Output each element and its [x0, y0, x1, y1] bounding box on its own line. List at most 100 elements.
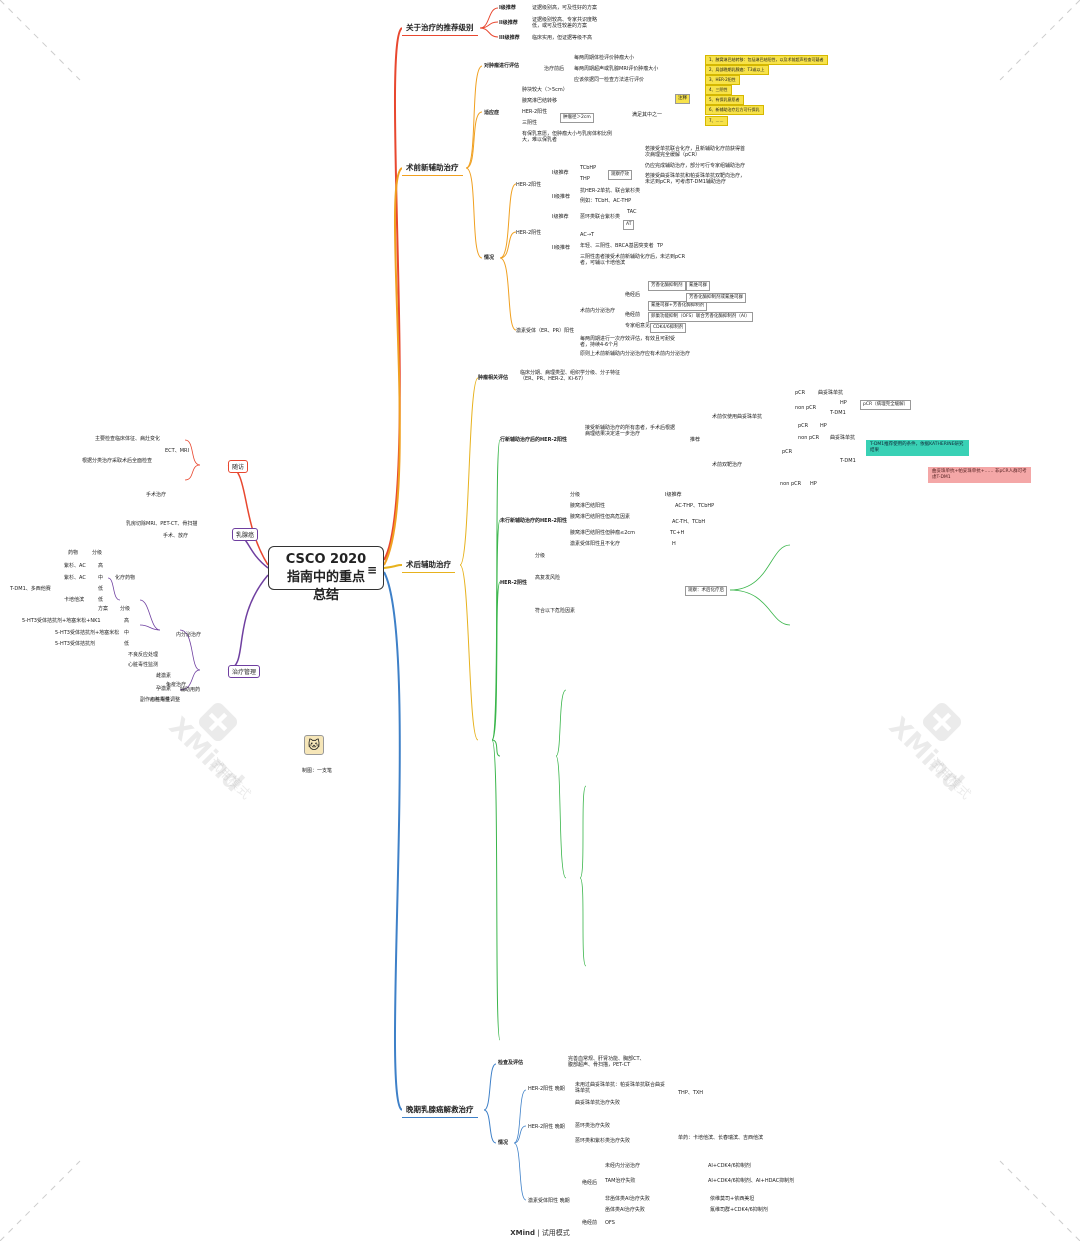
post-context-desc: 接受新辅助治疗的所有患者，手术后根据病理结果决定进一步治疗 — [585, 425, 676, 437]
neo-note: 6、新辅助治疗后方可行保乳 — [705, 105, 764, 115]
drug-table-cell: 分级 — [92, 550, 103, 556]
neo-hr-note: 原则上术前新辅助内分泌治疗应有术前内分泌治疗 — [580, 351, 691, 357]
xmind-logo-icon — [198, 702, 238, 742]
neo-her2n-l2-item: TP — [657, 243, 664, 249]
neo-her2p-ok-item: 若接受曲妥珠单抗和帕妥珠单抗双靶向治疗，未达到pCR，可考虑T-DM1辅助治疗 — [645, 173, 746, 185]
neo-ind-item: 腋窝淋巴结转移 — [522, 98, 558, 104]
footer-brand: XMind — [510, 1229, 535, 1237]
footer-mode: | 试用模式 — [537, 1229, 570, 1237]
post-item: HP — [820, 423, 827, 429]
side-table-cell: 分级 — [120, 606, 131, 612]
late-her2p-item: 曲妥珠单抗治疗失败 — [575, 1100, 621, 1106]
post-nonneo-right: I级推荐 — [665, 492, 682, 498]
late-check-desc: 完善血常规、肝肾功能、胸部CT、腹部超声、骨扫描，PET-CT — [568, 1056, 645, 1068]
post-pcr-note: pCR（病理完全缓解） — [860, 400, 912, 410]
neo-hr-item: 专家组意见 — [625, 323, 651, 329]
post-her2n-item: 高复发风险 — [535, 575, 561, 581]
neo-notes-title: 注释 — [675, 94, 690, 104]
neo-her2p-l2-item: 例如：TCbH、AC-THP — [580, 198, 632, 204]
post-npcr: non pCR — [798, 435, 820, 441]
neo-eval-sub: 治疗前后 — [544, 66, 565, 72]
branch-follow-up[interactable]: 随访 — [228, 460, 249, 473]
mgmt-item: 化疗药物 — [115, 575, 136, 581]
branch-recommendation[interactable]: 关于治疗的推荐级别 — [402, 20, 478, 36]
drug-table-cell: 卡培他滨 — [64, 597, 85, 603]
branch-adjuvant[interactable]: 术后辅助治疗 — [402, 557, 455, 573]
branch-surgery[interactable]: 乳腺癌 — [232, 528, 259, 541]
neo-eval: 对肿瘤进行评估 — [484, 63, 520, 69]
late-check: 检查及评估 — [498, 1060, 524, 1066]
late-hr-list: 甾体类AI治疗失败 — [605, 1207, 645, 1213]
late-hr-right: 依维莫司+依西美坦 — [710, 1196, 755, 1202]
post-item: T-DM1 — [840, 458, 856, 464]
late-her2n-item: 单药：卡培他滨、长春瑞滨、吉西他滨 — [678, 1135, 764, 1141]
mgmt-drug-item: 孕激素 — [156, 686, 172, 692]
post-her2n: HER-2阴性 — [500, 580, 528, 586]
neo-her2p-l1-item: THP — [580, 176, 590, 182]
post-tip-teal: T-DM1推荐使用的条件，依据KATHERINE研究结果 — [866, 440, 969, 456]
neo-hr-grid: CDK4/6抑制剂 — [650, 323, 687, 333]
neo-her2n-l2-item: 三阴性患者接受术前新辅助化疗后，未达到pCR者，可辅以卡培他滨 — [580, 254, 686, 266]
late-hr-right: AI+CDK4/6抑制剂 — [708, 1163, 751, 1169]
neo-note: 2、局部晚期乳腺癌：T3或以上 — [705, 65, 769, 75]
neo-note: 7、…… — [705, 116, 728, 126]
late-her2n-item: 蒽环类和紫杉类治疗失败 — [575, 1138, 631, 1144]
drug-table-cell: 紫杉、AC — [64, 575, 86, 581]
post-pcr: pCR — [795, 390, 806, 396]
drug-table-cell: 紫杉、AC — [64, 563, 86, 569]
drug-table-cell: 药物 — [68, 550, 79, 556]
neo-her2-neg: HER-2阴性 — [516, 230, 542, 236]
neo-her2p-ok-item: 若接受单抗联合化疗，且新辅助化疗前获得首次病理完全缓解（pCR） — [645, 146, 746, 158]
rec-level-1-desc: 证据级别高，可及性好的方案 — [532, 5, 598, 11]
post-nonneo-right: H — [672, 541, 676, 547]
branch-late-stage[interactable]: 晚期乳腺癌解救治疗 — [402, 1102, 478, 1118]
neo-hr-grid: 芳香化酶抑制剂 — [648, 281, 686, 291]
neo-eval-item: 应该依据同一检查方法进行评价 — [574, 77, 645, 83]
mgmt-drug-title: 辅助用药 — [180, 687, 201, 693]
post-nonneo-item: 腋窝淋巴结阳性 — [570, 503, 606, 509]
drug-table-cell: 中 — [98, 575, 104, 581]
neo-her2n-l2-item: AC→T — [580, 232, 595, 238]
side-table-cell: 方案 — [98, 606, 109, 612]
follow-up-item: 主要检查临床体征、病灶变化 — [95, 436, 161, 442]
post-item: 曲妥珠单抗 — [818, 390, 844, 396]
side-table-cell: 高 — [124, 618, 130, 624]
post-npcr: non pCR — [780, 481, 802, 487]
surgery-item: 乳房切除MRI、PET-CT、骨扫描 — [126, 521, 198, 527]
post-nonneo-right: TC+H — [670, 530, 685, 536]
late-hr-right: AI+CDK4/6抑制剂、AI+HDAC抑制剂 — [708, 1178, 795, 1184]
root-topic[interactable]: CSCO 2020 指南中的重点总结 ≡ — [268, 546, 384, 603]
post-eval: 肿瘤相关评估 — [478, 375, 509, 381]
drug-table-cell: T-DM1、多西他赛 — [10, 586, 51, 592]
post-her2n-item: 分级 — [535, 553, 546, 559]
menu-icon[interactable]: ≡ — [366, 563, 377, 577]
neo-eval-item: 每两周期超声或乳腺MRI评价肿瘤大小 — [574, 66, 659, 72]
late-her2p-item: 未用过曲妥珠单抗：帕妥珠单抗联合曲妥珠单抗 — [575, 1082, 666, 1094]
side-table-cell: 中 — [124, 630, 130, 636]
branch-neoadjuvant[interactable]: 术前新辅助治疗 — [402, 160, 463, 176]
neo-her2p-l1-item: TCbHP — [580, 165, 597, 171]
late-hr-list: OFS — [605, 1220, 615, 1226]
neo-her2n-l1-item: TAC — [627, 209, 637, 215]
mgmt-drug-item: 心脏毒性 — [150, 697, 171, 703]
post-rec-a: 术前仅使用曲妥珠单抗 — [712, 414, 763, 420]
branch-treatment-mgmt[interactable]: 治疗管理 — [228, 665, 261, 678]
post-her2n-item: 符合以下危险因素 — [535, 608, 576, 614]
xmind-logo-icon — [922, 702, 962, 742]
neo-ind-any: 满足其中之一 — [632, 112, 663, 118]
post-item: 曲妥珠单抗 — [830, 435, 856, 441]
rec-level-1: I级推荐 — [499, 5, 516, 11]
rec-level-2: II级推荐 — [499, 20, 518, 26]
neo-her2n-l1-item: 蒽环类联合紫杉类 — [580, 214, 621, 220]
post-nonneo-item: 腋窝淋巴结阴性但高危因素 — [570, 514, 631, 520]
neo-her2n-l1-item: AT — [623, 220, 635, 230]
post-ec: 观察：术后化疗后 — [685, 586, 727, 596]
post-nonneo-item: 分级 — [570, 492, 581, 498]
rec-level-3: III级推荐 — [499, 35, 520, 41]
neo-hr-item: 绝经前 — [625, 312, 641, 318]
drug-table-cell: 高 — [98, 563, 104, 569]
author-avatar-icon: 🐱 — [304, 735, 324, 755]
neo-her2n-l1: I级推荐 — [552, 214, 569, 220]
neo-her2p-ok: 观察疗效 — [608, 170, 632, 180]
